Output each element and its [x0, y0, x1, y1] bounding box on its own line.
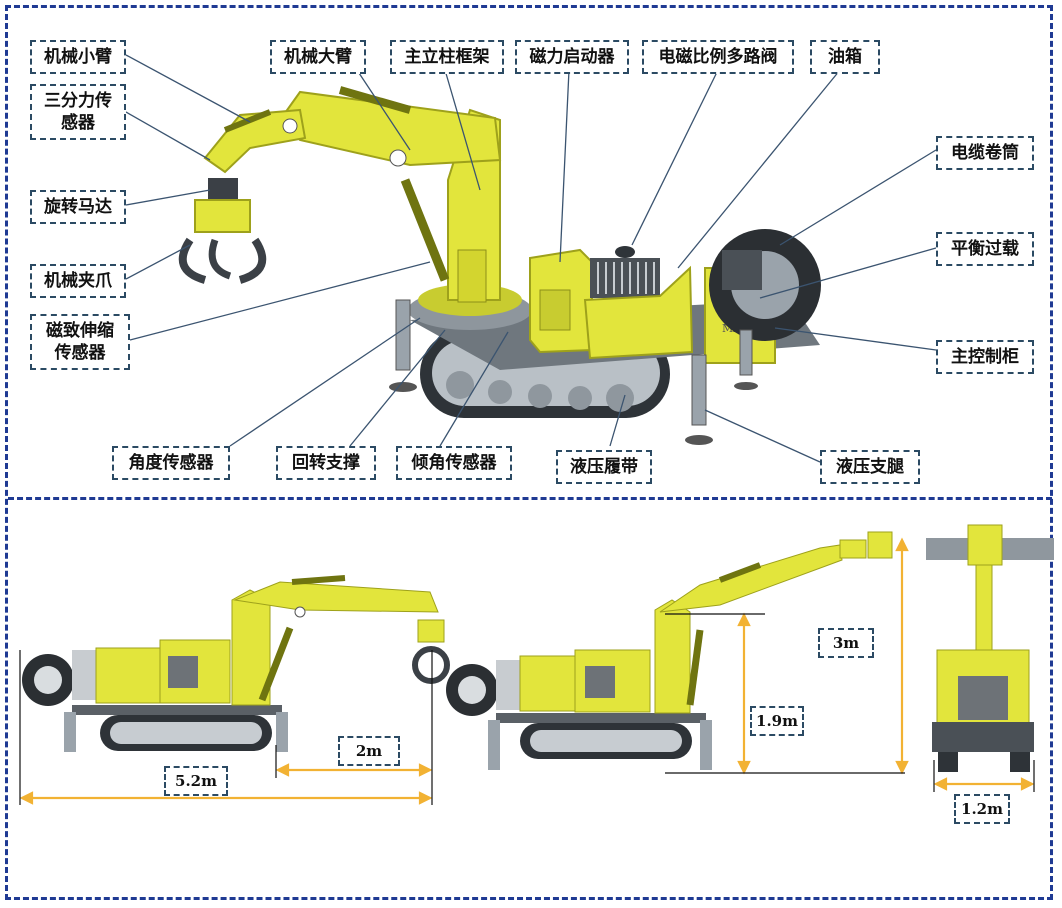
machine-3d-view: MA	[178, 86, 821, 445]
section-divider	[8, 497, 1052, 500]
dim-height-low: 1.9m	[750, 706, 804, 736]
label-rotary-motor: 旋转马达	[30, 190, 126, 224]
dim-width: 1.2m	[954, 794, 1010, 824]
dim-height-high: 3m	[818, 628, 874, 658]
label-magnetostrictive-sensor: 磁致伸缩传感器	[30, 314, 130, 370]
label-small-arm: 机械小臂	[30, 40, 126, 74]
leader-lines	[125, 54, 937, 463]
label-big-arm: 机械大臂	[270, 40, 366, 74]
label-cable-drum: 电缆卷筒	[936, 136, 1034, 170]
label-hydraulic-track: 液压履带	[556, 450, 652, 484]
label-angle-sensor: 角度传感器	[112, 446, 230, 480]
side-view-extended	[446, 531, 893, 770]
label-main-cabinet: 主控制柜	[936, 340, 1034, 374]
label-oil-tank: 油箱	[810, 40, 880, 74]
label-magnetic-starter: 磁力启动器	[515, 40, 629, 74]
outer-frame	[5, 5, 1053, 900]
label-slewing-bearing: 回转支撑	[276, 446, 376, 480]
side-view-folded	[22, 575, 450, 752]
label-balance-overload: 平衡过载	[936, 232, 1034, 266]
extension-lines	[19, 613, 1035, 805]
label-proportional-valve: 电磁比例多路阀	[642, 40, 794, 74]
label-main-column: 主立柱框架	[390, 40, 504, 74]
front-view	[926, 524, 1054, 772]
label-gripper: 机械夹爪	[30, 264, 126, 298]
label-tilt-sensor: 倾角传感器	[396, 446, 512, 480]
label-hydraulic-leg: 液压支腿	[820, 450, 920, 484]
dimension-lines	[19, 537, 1035, 805]
dim-length: 5.2m	[164, 766, 228, 796]
label-three-force-sensor: 三分力传感器	[30, 84, 126, 140]
dim-reach: 2m	[338, 736, 400, 766]
